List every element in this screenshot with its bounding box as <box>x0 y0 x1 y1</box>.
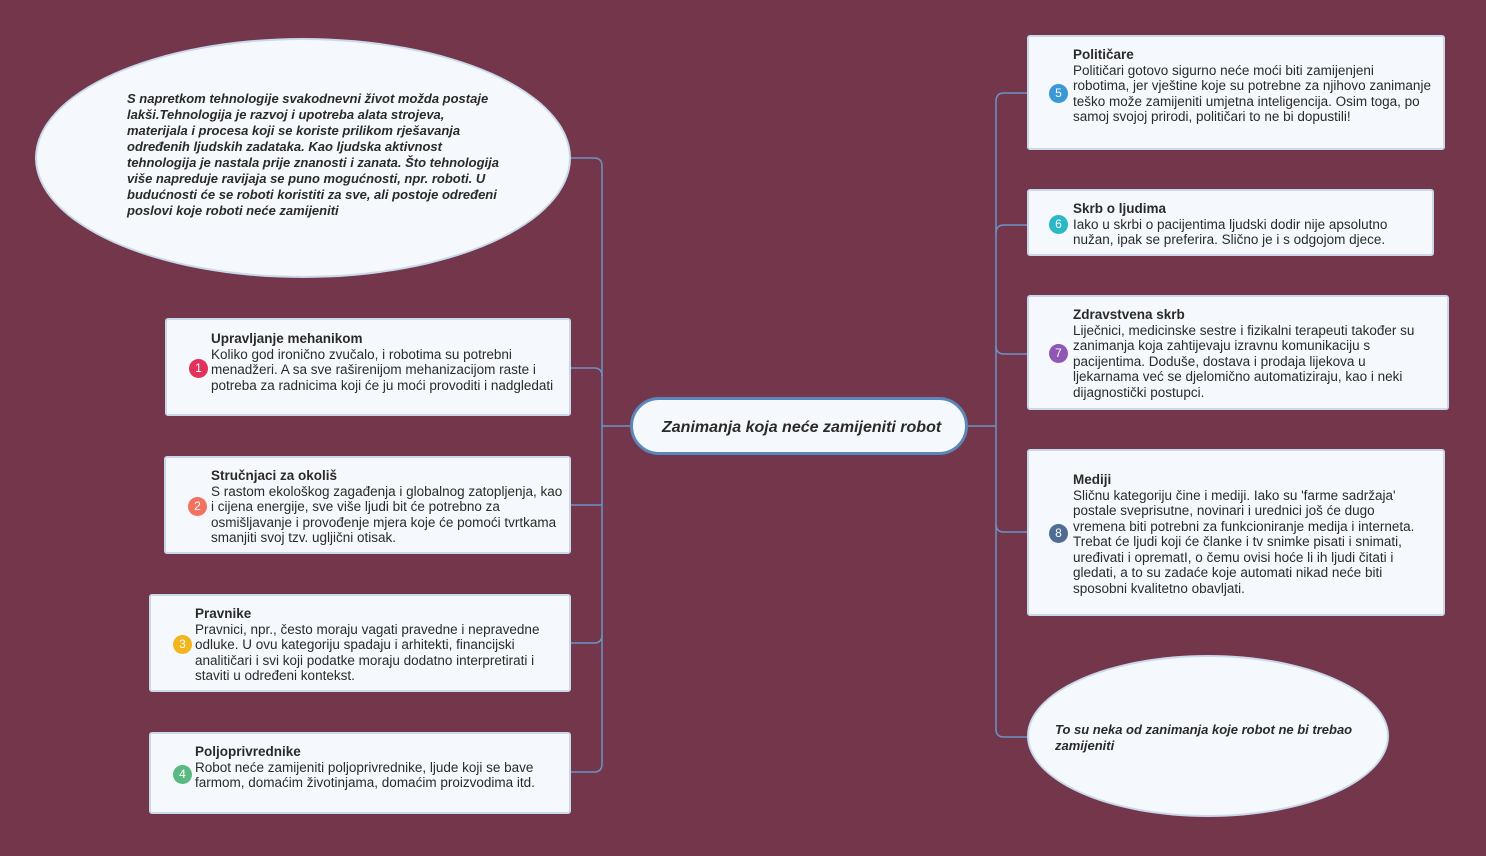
connector-intro <box>568 157 603 167</box>
conclusion-text: To su neka od zanimanja koje robot ne bi… <box>1055 722 1353 753</box>
topic-node-8[interactable]: 8 Mediji Sličnu kategoriju čine i mediji… <box>1027 449 1445 616</box>
number-badge-5: 5 <box>1049 84 1068 103</box>
topic-description: Sličnu kategoriju čine i mediji. Iako su… <box>1073 487 1415 596</box>
central-topic-label: Zanimanja koja neće zamijeniti robot <box>662 419 942 436</box>
intro-ellipse[interactable]: S napretkom tehnologije svakodnevni živo… <box>35 38 571 278</box>
connector-left-trunk <box>601 166 630 764</box>
topic-title: Skrb o ljudima <box>1073 201 1167 216</box>
topic-title: Zdravstvena skrb <box>1073 307 1185 322</box>
topic-node-4[interactable]: 4 Poljoprivrednike Robot neće zamijeniti… <box>149 732 571 814</box>
number-badge-7: 7 <box>1049 344 1068 363</box>
topic-node-3[interactable]: 3 Pravnike Pravnici, npr., često moraju … <box>149 594 571 692</box>
connector-topic-3 <box>571 634 603 644</box>
topic-description: Pravnici, npr., često moraju vagati prav… <box>195 621 540 684</box>
topic-node-5[interactable]: 5 Političare Političari gotovo sigurno n… <box>1027 35 1445 150</box>
topic-node-7[interactable]: 7 Zdravstvena skrb Liječnici, medicinske… <box>1027 295 1449 410</box>
topic-description: Političari gotovo sigurno neće moći biti… <box>1073 62 1431 125</box>
connector-right-trunk <box>968 101 997 729</box>
intro-text: S napretkom tehnologije svakodnevni živo… <box>127 91 499 218</box>
connector-topic-4 <box>571 763 603 773</box>
connector-conclusion <box>995 728 1028 738</box>
number-badge-6: 6 <box>1049 215 1068 234</box>
number-badge-4: 4 <box>173 765 192 784</box>
connector-topic-5 <box>995 92 1027 102</box>
topic-title: Političare <box>1073 47 1134 62</box>
topic-node-6[interactable]: 6 Skrb o ljudima Iako u skrbi o pacijent… <box>1027 189 1434 256</box>
topic-node-2[interactable]: 2 Stručnjaci za okoliš S rastom ekološko… <box>164 456 571 554</box>
topic-title: Pravnike <box>195 606 252 621</box>
topic-description: S rastom ekološkog zagađenja i globalnog… <box>211 483 563 546</box>
number-badge-3: 3 <box>173 635 192 654</box>
connector-topic-6 <box>995 224 1027 234</box>
topic-node-1[interactable]: 1 Upravljanje mehanikom Koliko god ironi… <box>165 318 571 416</box>
topic-title: Mediji <box>1073 472 1112 487</box>
number-badge-8: 8 <box>1049 524 1068 543</box>
topic-description: Iako u skrbi o pacijentima ljudski dodir… <box>1073 216 1388 248</box>
topic-title: Upravljanje mehanikom <box>211 331 363 346</box>
connector-topic-7 <box>995 345 1027 355</box>
topic-title: Stručnjaci za okoliš <box>211 468 338 483</box>
number-badge-2: 2 <box>188 497 207 516</box>
topic-title: Poljoprivrednike <box>195 744 301 759</box>
topic-description: Liječnici, medicinske sestre i fizikalni… <box>1073 322 1415 400</box>
connector-topic-1 <box>571 367 603 377</box>
connector-topic-8 <box>995 523 1027 533</box>
topic-description: Robot neće zamijeniti poljoprivrednike, … <box>195 759 535 791</box>
conclusion-ellipse[interactable]: To su neka od zanimanja koje robot ne bi… <box>1027 655 1389 817</box>
central-topic[interactable]: Zanimanja koja neće zamijeniti robot <box>630 397 968 455</box>
number-badge-1: 1 <box>189 359 208 378</box>
topic-description: Koliko god ironično zvučalo, i robotima … <box>211 346 554 393</box>
